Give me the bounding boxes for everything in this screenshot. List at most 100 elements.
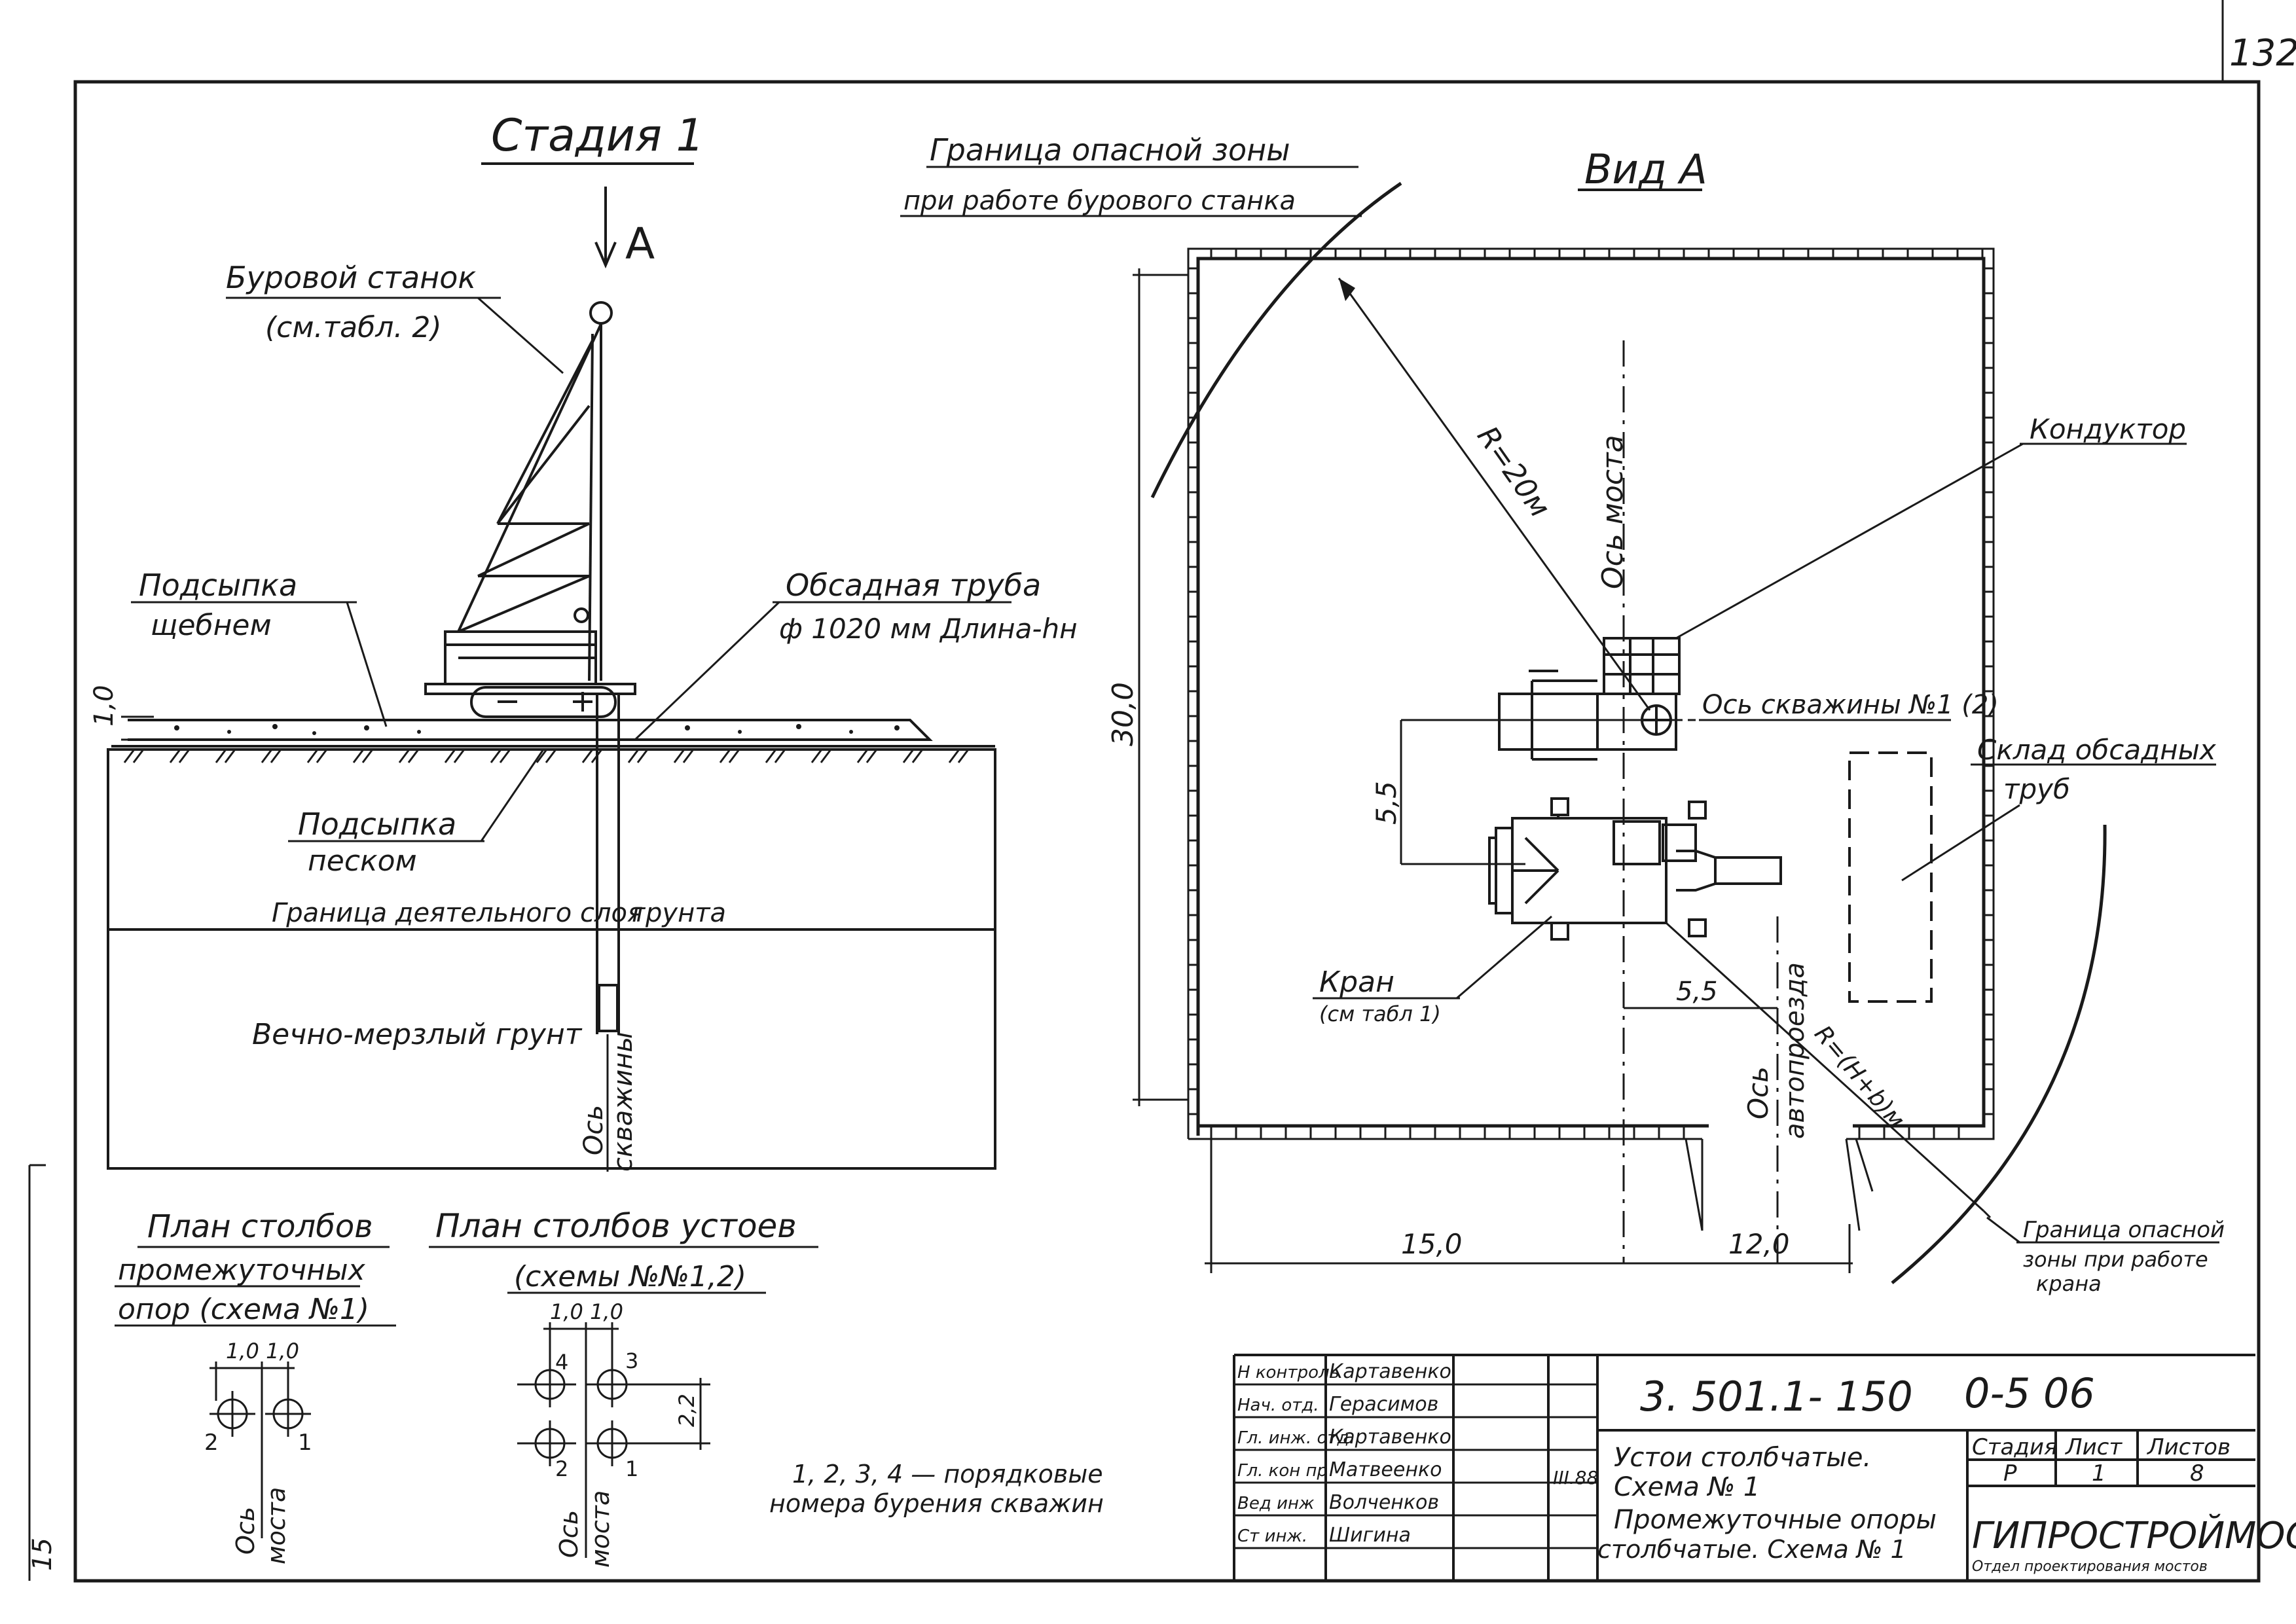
abutment-n1: 1 (625, 1456, 638, 1481)
driveway-left-slope (1685, 1138, 1704, 1231)
role-cell: Вед инж (1237, 1494, 1315, 1513)
hatch-stroke (261, 749, 273, 763)
dim-5-5-v-label: 5,5 (1370, 781, 1402, 825)
soil-block (107, 748, 996, 1170)
title-block-rows (1234, 1383, 1597, 1549)
casing-storage (1848, 751, 1933, 1003)
abutment-n2: 2 (555, 1456, 568, 1481)
fill-crushed-stone-label: Подсыпка (139, 568, 297, 603)
hatch-stroke (316, 749, 328, 763)
casing-pipe-leader (634, 601, 780, 741)
permafrost-label: Вечно-мерзлый грунт (252, 1018, 583, 1051)
plan-intermediate-title: План столбов (147, 1208, 373, 1245)
dim-15-label: 15,0 (1401, 1228, 1463, 1260)
name-cell: Картавенко (1329, 1360, 1451, 1383)
hatch-stroke (178, 749, 191, 763)
date: III.88 (1553, 1467, 1598, 1489)
org-dept: Отдел проектирования мостов (1972, 1559, 2208, 1575)
name-cell: Герасимов (1329, 1393, 1438, 1416)
hatch-stroke (820, 749, 832, 763)
crane-zone-leader (1986, 1216, 2020, 1244)
crane-label: Кран (1319, 965, 1394, 999)
hatch-stroke (490, 749, 502, 763)
abutment-n3: 3 (625, 1348, 638, 1373)
hatch-stroke (398, 749, 410, 763)
driveway-axis-label: Ось (1742, 1066, 1774, 1119)
crane-ref: (см табл 1) (1319, 1001, 1441, 1026)
drill-danger-arc (1150, 181, 1402, 499)
intermediate-axis-2: моста (262, 1487, 291, 1564)
view-arrow-label: A (625, 219, 655, 269)
driveway-axis-label-2: автопроезда (1780, 962, 1810, 1139)
sheets-value: 8 (2190, 1460, 2204, 1487)
fill-sand-leader (480, 749, 545, 842)
intermediate-axis: Ось (231, 1507, 260, 1555)
well-axis-label-2: скважины (608, 1032, 638, 1172)
hatch-stroke (811, 749, 823, 763)
hatch-stroke (902, 749, 915, 763)
org-name: ГИПРОСТРОЙМОСТ (1972, 1515, 2296, 1557)
hatch-stroke (911, 749, 924, 763)
margin-stamp: 15 (27, 1538, 58, 1571)
crane-radius-ext (1982, 1210, 1992, 1219)
drill-rig-ref: (см.табл. 2) (265, 311, 442, 344)
hatch-stroke (765, 749, 777, 763)
driveway-right-edge (1845, 1138, 1861, 1231)
view-a-title: Вид А (1584, 145, 1707, 193)
sheets-header: Листов (2146, 1434, 2231, 1460)
abutment-axis-2: моста (586, 1490, 615, 1568)
hatch-stroke (545, 749, 557, 763)
hatch-stroke (169, 749, 181, 763)
crane-danger-arc (1891, 824, 2107, 1284)
fill-dots (174, 724, 900, 735)
crane-plan (1488, 797, 1782, 941)
casing-pipe-label: Обсадная труба (786, 568, 1041, 603)
intermediate-n2: 2 (204, 1430, 219, 1456)
hatch-stroke (774, 749, 786, 763)
active-layer-boundary: Граница деятельного слоя (272, 898, 643, 928)
radius-label: R=20м (1470, 420, 1557, 524)
crane-radius (1665, 922, 1985, 1212)
stage-header: Стадия (1972, 1434, 2057, 1460)
hatch-stroke (856, 749, 869, 763)
desc-4: столбчатые. Схема № 1 (1597, 1535, 1906, 1564)
fill-thickness: 1,0 (89, 685, 119, 727)
well-axis-label: Ось (579, 1105, 609, 1155)
ground-hatch (123, 749, 970, 763)
hatch-stroke (444, 749, 456, 763)
role-cell: Гл. кон пр (1237, 1461, 1328, 1481)
hatch-stroke (673, 749, 685, 763)
desc-2: Схема № 1 (1614, 1472, 1760, 1502)
abutment-n4: 4 (555, 1350, 568, 1375)
drill-rig-leader (477, 297, 564, 374)
title-block-grid (1233, 1354, 2255, 1581)
intermediate-n1: 1 (298, 1430, 312, 1456)
plan-abutment-title-2: (схемы №№1,2) (514, 1260, 746, 1293)
hatch-stroke (352, 749, 365, 763)
plan-intermediate-title-3: опор (схема №1) (118, 1293, 369, 1326)
danger-zone-drill-2: при работе бурового станка (903, 186, 1296, 216)
drill-rig (424, 301, 636, 718)
casing-pipe (596, 694, 620, 1034)
casing-storage-label: Склад обсадных (1977, 734, 2217, 766)
hatch-stroke (215, 749, 227, 763)
doc-code: 3. 501.1- 150 (1640, 1373, 1913, 1420)
role-cell: Гл. инж. отд. (1237, 1428, 1355, 1448)
hatch-stroke (581, 749, 594, 763)
site-boundary-outer (1187, 247, 1995, 1140)
intermediate-piles (210, 1362, 311, 1538)
drill-rig-label: Буровой станок (226, 260, 476, 295)
hatch-stroke (728, 749, 740, 763)
view-arrow (594, 187, 617, 269)
hatch-stroke (636, 749, 649, 763)
fill-sand-label-2: песком (308, 844, 417, 878)
fill-sand-label: Подсыпка (298, 806, 456, 842)
radius-crane: R=(H+b)м (1809, 1020, 1910, 1133)
hatch-stroke (536, 749, 548, 763)
drill-rig-plan (1498, 670, 1677, 761)
name-cell: Шигина (1329, 1524, 1411, 1547)
hatch-stroke (132, 749, 145, 763)
hatch-stroke (224, 749, 236, 763)
abutment-dims: 1,0 1,0 (550, 1299, 623, 1324)
